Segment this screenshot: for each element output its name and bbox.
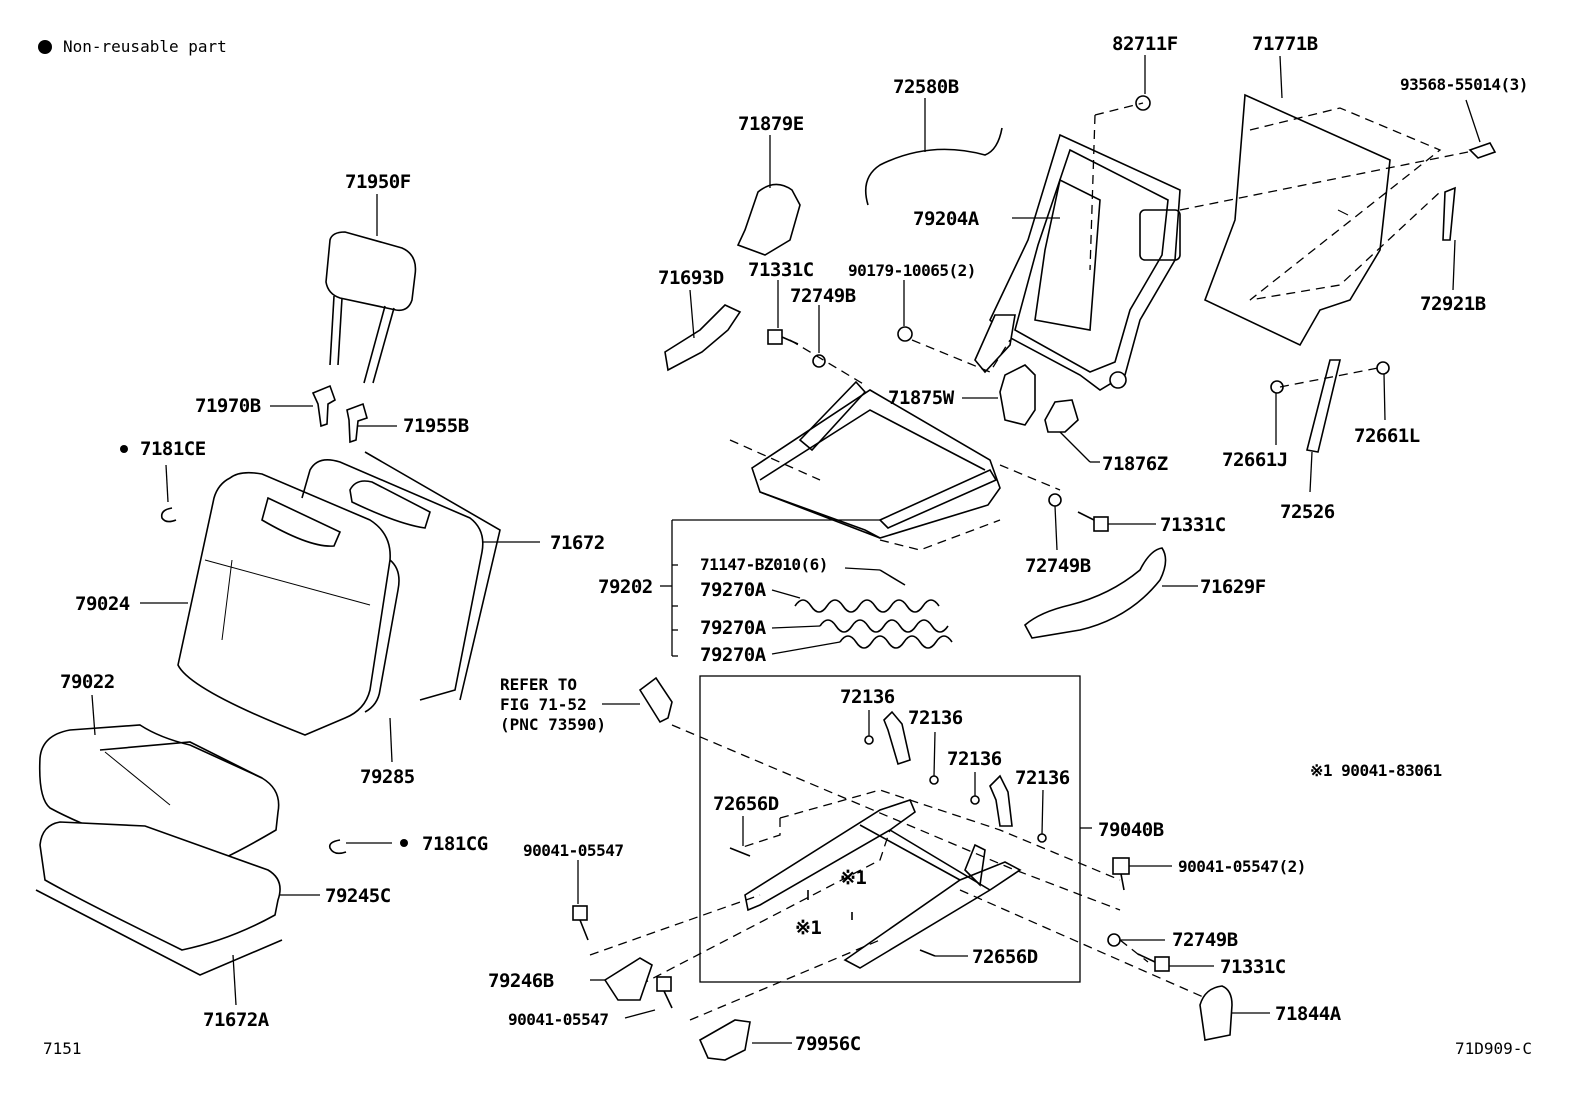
note-x1-part: ※1 90041-83061 xyxy=(1310,761,1442,780)
headrest-support-right xyxy=(346,402,368,444)
part-label-72136: 72136 xyxy=(840,686,895,708)
part-label-71876Z: 71876Z xyxy=(1102,453,1168,475)
part-label-72661J: 72661J xyxy=(1222,449,1288,471)
part-label-90179-10065: 90179-10065(2) xyxy=(848,261,976,280)
part-label-71147-BZ010: 71147-BZ010(6) xyxy=(700,555,828,574)
back-board-drawing xyxy=(1203,93,1391,347)
part-label-79270A: 79270A xyxy=(700,644,767,666)
dashed-guides xyxy=(589,102,1469,1021)
part-label-79956C: 79956C xyxy=(795,1033,861,1055)
part-label-71331C: 71331C xyxy=(1160,514,1226,536)
part-label-71771B: 71771B xyxy=(1252,33,1318,55)
seat-cushion-drawing xyxy=(35,724,283,976)
headrest-support-left xyxy=(311,384,336,428)
seat-rails-drawing xyxy=(744,799,1022,969)
part-label-79204A: 79204A xyxy=(913,208,980,230)
part-label-72136: 72136 xyxy=(947,748,1002,770)
part-label-79285: 79285 xyxy=(360,766,415,788)
refer-to-line-2: FIG 71-52 xyxy=(500,695,587,714)
part-label-71331C: 71331C xyxy=(748,259,814,281)
part-label-72749B: 72749B xyxy=(790,285,856,307)
part-label-72136: 72136 xyxy=(908,707,963,729)
part-label-79246B: 79246B xyxy=(488,970,554,992)
part-label-71950F: 71950F xyxy=(345,171,411,193)
part-label-71672A: 71672A xyxy=(203,1009,270,1031)
seatback-frame-drawing xyxy=(974,133,1181,391)
part-label-90041-05547-2: 90041-05547(2) xyxy=(1178,857,1306,876)
part-label-71629F: 71629F xyxy=(1200,576,1266,598)
headrest-drawing xyxy=(325,231,417,384)
part-label-79040B: 79040B xyxy=(1098,819,1164,841)
part-label-93568-55014: 93568-55014(3) xyxy=(1400,75,1528,94)
part-label-79245C: 79245C xyxy=(325,885,391,907)
non-reusable-bullet-icon xyxy=(120,445,128,453)
part-label-79024: 79024 xyxy=(75,593,130,615)
rail-group-box xyxy=(699,675,1081,983)
refer-to-line-3: (PNC 73590) xyxy=(500,715,606,734)
part-label-71970B: 71970B xyxy=(195,395,261,417)
legend-non-reusable: Non-reusable part xyxy=(63,37,227,56)
part-label-72749B: 72749B xyxy=(1025,555,1091,577)
part-label-79270A: 79270A xyxy=(700,617,767,639)
part-label-71879E: 71879E xyxy=(738,113,804,135)
part-label-7181CG: 7181CG xyxy=(422,833,488,855)
part-label-82711F: 82711F xyxy=(1112,33,1178,55)
part-label-71844A: 71844A xyxy=(1275,1003,1342,1025)
non-reusable-bullet-icon xyxy=(38,40,52,54)
non-reusable-bullet-icon xyxy=(400,839,408,847)
footer-left-code: 7151 xyxy=(43,1039,82,1058)
refer-to-line-1: REFER TO xyxy=(500,675,577,694)
part-label-7181CE: 7181CE xyxy=(140,438,206,460)
part-label-79202: 79202 xyxy=(598,576,653,598)
part-label-79270A: 79270A xyxy=(700,579,767,601)
x1-marker: ※1 xyxy=(795,917,821,939)
part-label-72749B: 72749B xyxy=(1172,929,1238,951)
part-label-72580B: 72580B xyxy=(893,76,959,98)
part-label-72136: 72136 xyxy=(1015,767,1070,789)
part-label-79022: 79022 xyxy=(60,671,115,693)
part-label-72656D: 72656D xyxy=(713,793,779,815)
part-label-72661L: 72661L xyxy=(1354,425,1420,447)
part-label-71672: 71672 xyxy=(550,532,605,554)
part-label-90041-05547: 90041-05547 xyxy=(523,841,623,860)
part-label-90041-05547: 90041-05547 xyxy=(508,1010,608,1029)
footer-right-code: 71D909-C xyxy=(1455,1039,1532,1058)
part-label-72921B: 72921B xyxy=(1420,293,1486,315)
cushion-frame-drawing xyxy=(751,380,1001,539)
x1-marker: ※1 xyxy=(840,867,866,889)
part-label-71955B: 71955B xyxy=(403,415,469,437)
part-label-72656D: 72656D xyxy=(972,946,1038,968)
part-label-71331C: 71331C xyxy=(1220,956,1286,978)
part-label-71693D: 71693D xyxy=(658,267,724,289)
part-label-71875W: 71875W xyxy=(888,387,955,409)
seatback-cover-drawing xyxy=(177,451,501,736)
part-label-72526: 72526 xyxy=(1280,501,1335,523)
